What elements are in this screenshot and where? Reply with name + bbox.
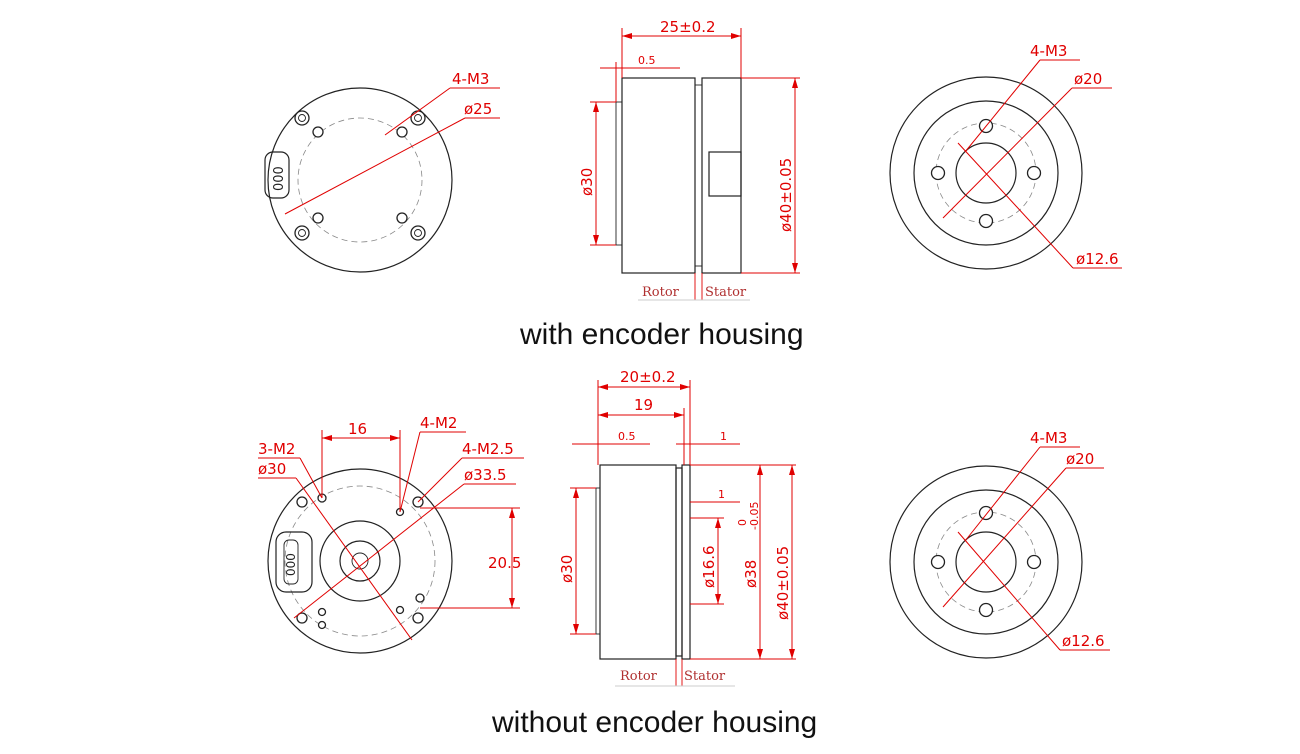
top-side-stator-label: Stator — [705, 285, 747, 300]
bottom-back-thread-b-label: 4-M2 — [420, 414, 457, 432]
bottom-side-outer-diameter-label: ø40±0.05 — [774, 546, 792, 620]
bottom-side-tol-lower-label: -0.05 — [748, 502, 761, 530]
bottom-side-stator-label: Stator — [684, 669, 726, 684]
bottom-front-view: 4-M3 ø20 ø12.6 — [889, 429, 1110, 659]
bottom-back-diameter-a-label: ø30 — [258, 460, 286, 478]
top-front-pcd-label: ø12.6 — [1076, 250, 1119, 268]
bottom-side-length-label: 20±0.2 — [620, 368, 676, 386]
bottom-side-flange-label: 1 — [720, 430, 727, 443]
bottom-back-thread-a-label: 3-M2 — [258, 440, 295, 458]
bottom-side-shaft-diameter-label: ø16.6 — [700, 545, 718, 588]
bottom-back-height-label: 20.5 — [488, 554, 521, 572]
top-back-connector-text: 000 — [272, 166, 287, 191]
bottom-back-diameter-c-label: ø33.5 — [464, 466, 507, 484]
bottom-front-bore-label: ø20 — [1066, 450, 1094, 468]
bottom-front-thread-label: 4-M3 — [1030, 429, 1067, 447]
bottom-side-offset-label: 0.5 — [618, 430, 636, 443]
top-caption: with encoder housing — [519, 318, 804, 351]
top-front-view: 4-M3 ø20 ø12.6 — [889, 42, 1122, 270]
top-side-rotor-label: Rotor — [642, 285, 680, 300]
bottom-back-thread-c-label: 4-M2.5 — [462, 440, 514, 458]
bottom-side-view: 20±0.2 19 0.5 1 1 ø30 ø16.6 ø38 0 -0.05 — [558, 368, 796, 687]
top-side-outer-diameter-label: ø40±0.05 — [777, 158, 795, 232]
bottom-back-view: 000 16 3-M2 ø30 4-M2 4-M2.5 ø33 — [258, 414, 524, 654]
top-back-view: 000 4-M3 ø25 — [264, 70, 500, 273]
bottom-side-inner-diameter-label: ø30 — [558, 555, 576, 583]
top-side-offset-label: 0.5 — [638, 54, 656, 67]
top-front-thread-label: 4-M3 — [1030, 42, 1067, 60]
bottom-caption: without encoder housing — [491, 706, 817, 739]
bottom-side-mid-diameter-label: ø38 — [742, 560, 760, 588]
bottom-side-rotor-label: Rotor — [620, 669, 658, 684]
top-back-thread-label: 4-M3 — [452, 70, 489, 88]
bottom-front-pcd-label: ø12.6 — [1062, 632, 1105, 650]
top-side-inner-diameter-label: ø30 — [578, 168, 596, 196]
bottom-back-spacing-label: 16 — [348, 420, 367, 438]
top-side-length-label: 25±0.2 — [660, 18, 716, 36]
top-front-bore-label: ø20 — [1074, 70, 1102, 88]
bottom-side-tol-upper-label: 0 — [736, 519, 749, 526]
bottom-side-step-label: 1 — [718, 488, 725, 501]
top-back-diameter-label: ø25 — [464, 100, 492, 118]
top-side-view: 25±0.2 0.5 ø30 ø40±0.05 Rotor Stator — [578, 18, 800, 301]
bottom-back-connector-text: 000 — [284, 553, 298, 576]
bottom-side-body-length-label: 19 — [634, 396, 653, 414]
